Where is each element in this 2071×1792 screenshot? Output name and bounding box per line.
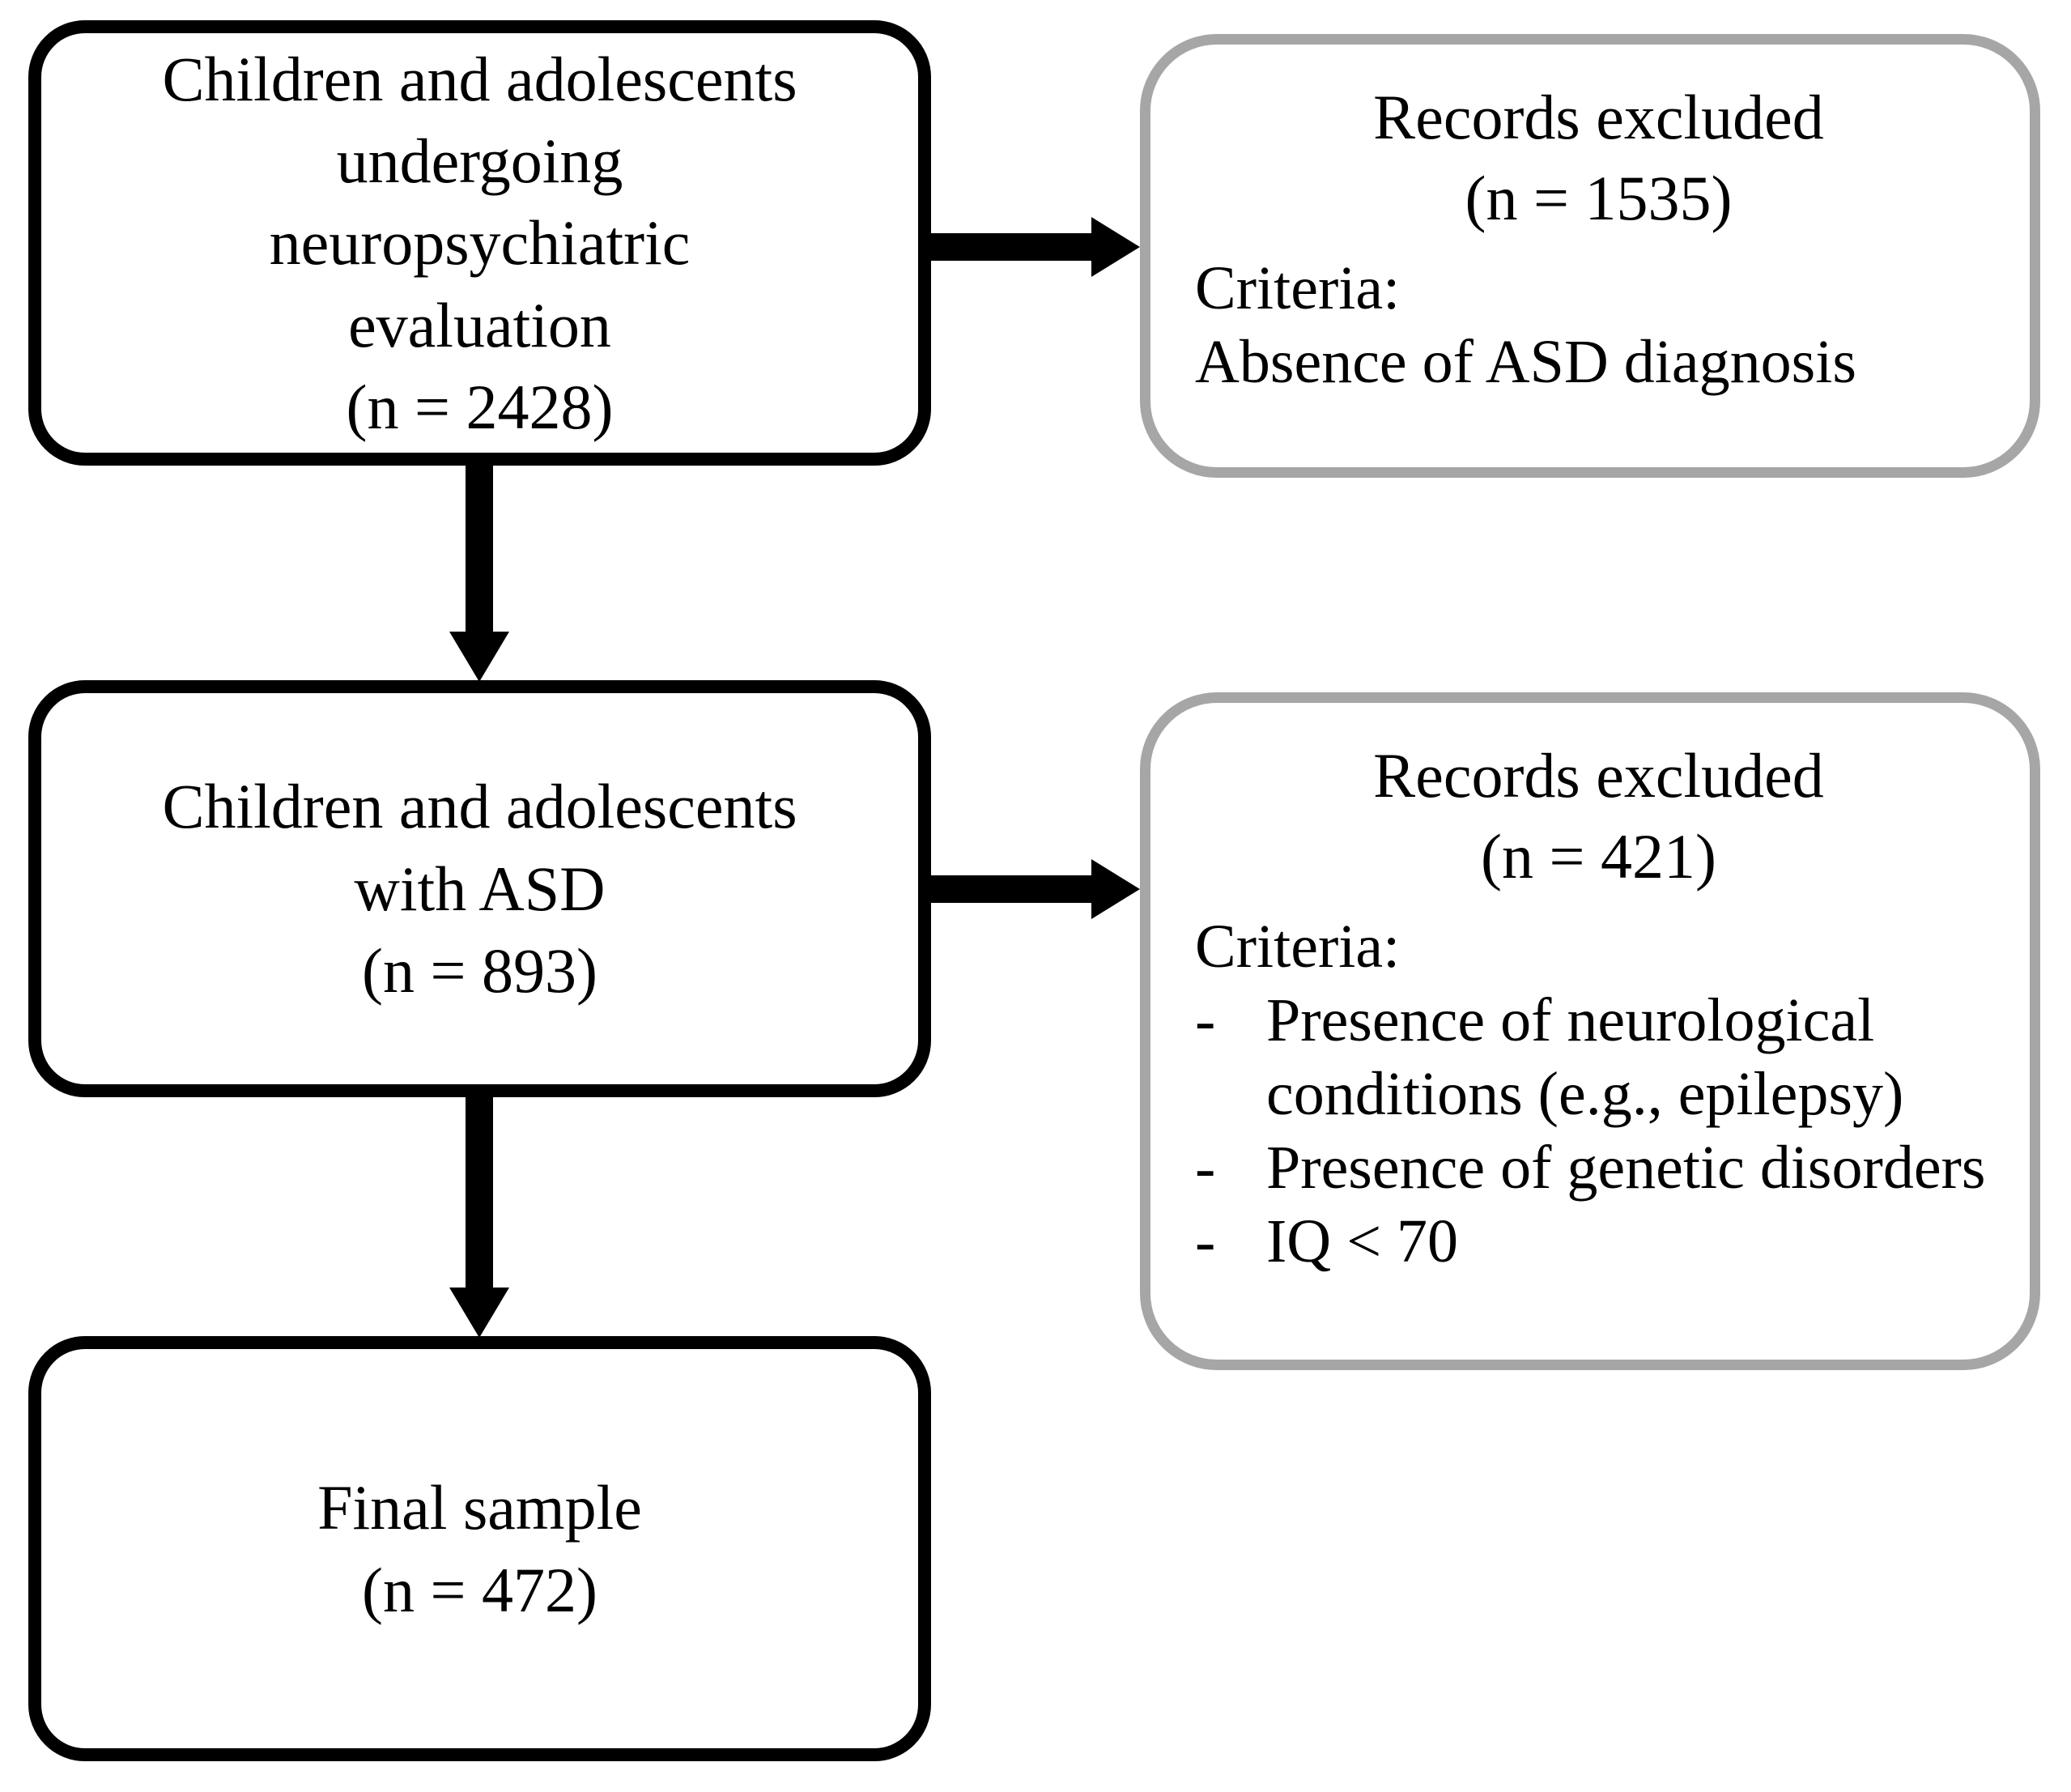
arrow-population-to-excluded-icon xyxy=(927,217,1140,277)
criteria-item: - Presence of genetic disorders xyxy=(1195,1131,2002,1205)
criteria-item-text: Presence of neurological conditions (e.g… xyxy=(1266,985,1904,1129)
population-line: evaluation xyxy=(348,289,611,360)
arrow-population-to-asd-icon xyxy=(449,462,509,682)
records-excluded-box-2: Records excluded (n = 421) Criteria: - P… xyxy=(1140,692,2040,1370)
final-sample-count: (n = 472) xyxy=(362,1554,597,1625)
arrow-head xyxy=(1091,217,1140,277)
final-sample-box-text: Final sample (n = 472) xyxy=(41,1349,918,1748)
arrow-asd-to-excluded-icon xyxy=(927,859,1140,919)
arrow-shaft xyxy=(466,462,493,632)
records-excluded-1-title: Records excluded (n = 1535) xyxy=(1195,77,2002,239)
population-line: neuropsychiatric xyxy=(269,207,691,279)
arrow-asd-to-final-icon xyxy=(449,1093,509,1338)
bullet-dash: - xyxy=(1195,1134,1216,1202)
asd-group-box: Children and adolescents with ASD (n = 8… xyxy=(28,680,931,1097)
records-excluded-1-content: Records excluded (n = 1535) Criteria: Ab… xyxy=(1150,45,2030,467)
records-excluded-1-title-line: Records excluded xyxy=(1373,82,1824,152)
bullet-dash: - xyxy=(1195,1207,1216,1276)
records-excluded-2-content: Records excluded (n = 421) Criteria: - P… xyxy=(1150,703,2030,1360)
records-excluded-2-count: (n = 421) xyxy=(1481,820,1716,892)
final-sample-line: Final sample xyxy=(317,1472,642,1543)
records-excluded-2-criteria: Criteria: - Presence of neurological con… xyxy=(1195,910,2002,1279)
records-excluded-1-count: (n = 1535) xyxy=(1465,162,1733,233)
asd-group-count: (n = 893) xyxy=(362,935,597,1007)
criteria-item: - IQ < 70 xyxy=(1195,1205,2002,1279)
population-count: (n = 2428) xyxy=(346,372,614,443)
criteria-label: Criteria: xyxy=(1195,253,1401,322)
arrow-shaft xyxy=(927,233,1091,261)
population-line: undergoing xyxy=(336,125,623,196)
asd-group-line: with ASD xyxy=(354,853,606,924)
arrow-shaft xyxy=(466,1093,493,1288)
criteria-item-text: Absence of ASD diagnosis xyxy=(1195,327,1856,396)
criteria-item: - Presence of neurological conditions (e… xyxy=(1195,984,2002,1131)
population-line: Children and adolescents xyxy=(162,43,797,114)
criteria-item-text: IQ < 70 xyxy=(1266,1207,1459,1276)
population-box: Children and adolescents undergoing neur… xyxy=(28,20,931,466)
asd-group-line: Children and adolescents xyxy=(162,771,797,842)
criteria-item: Absence of ASD diagnosis xyxy=(1195,326,2002,399)
criteria-label: Criteria: xyxy=(1195,912,1401,981)
arrow-head xyxy=(449,632,509,682)
bullet-dash: - xyxy=(1195,985,1216,1054)
asd-group-box-text: Children and adolescents with ASD (n = 8… xyxy=(41,693,918,1084)
records-excluded-2-title: Records excluded (n = 421) xyxy=(1195,735,2002,897)
records-excluded-1-criteria: Criteria: Absence of ASD diagnosis xyxy=(1195,252,2002,399)
records-excluded-2-title-line: Records excluded xyxy=(1373,740,1824,811)
final-sample-box: Final sample (n = 472) xyxy=(28,1336,931,1761)
records-excluded-box-1: Records excluded (n = 1535) Criteria: Ab… xyxy=(1140,34,2040,478)
arrow-head xyxy=(1091,859,1140,919)
criteria-item-text: Presence of genetic disorders xyxy=(1266,1134,1986,1202)
arrow-shaft xyxy=(927,875,1091,903)
arrow-head xyxy=(449,1288,509,1338)
population-box-text: Children and adolescents undergoing neur… xyxy=(41,33,918,453)
